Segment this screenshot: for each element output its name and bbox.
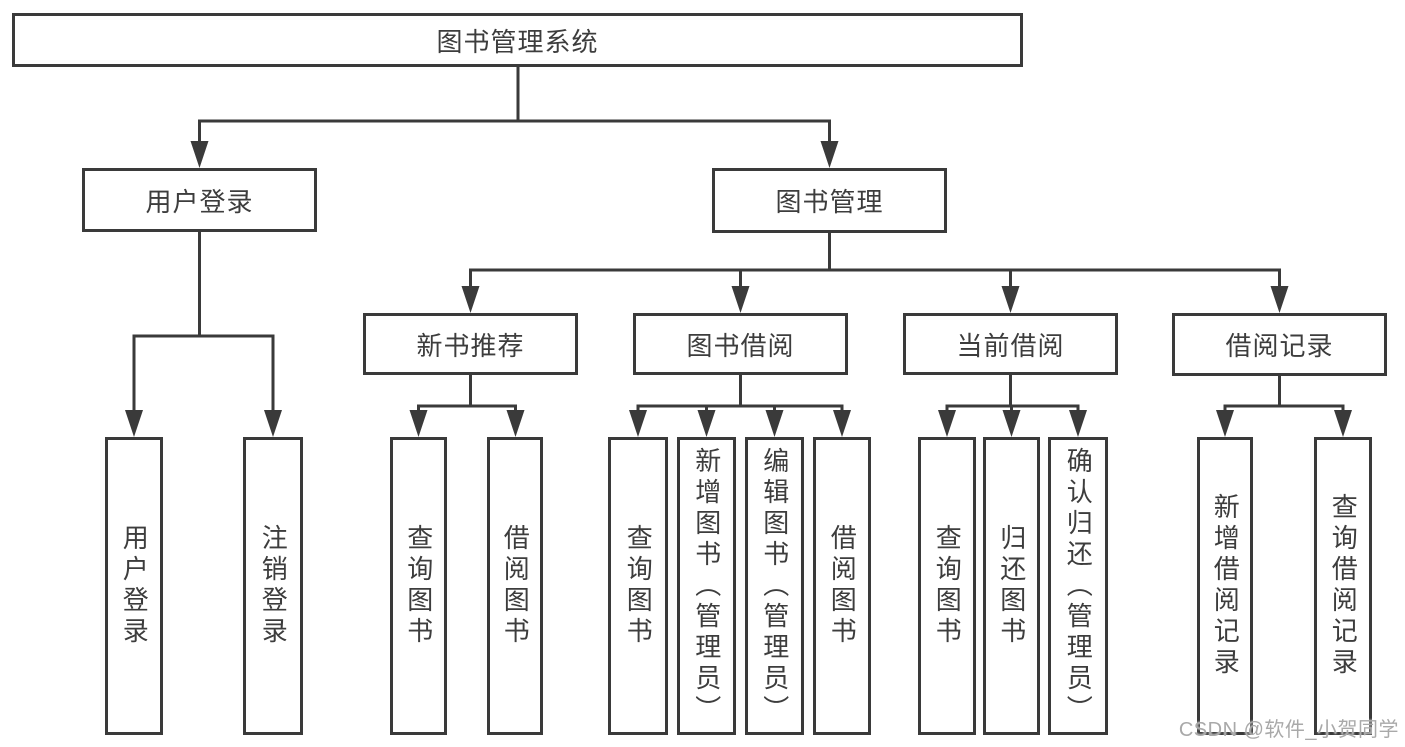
- arrow-down-icon: [1069, 410, 1087, 437]
- node-book-management-system: 图书管理系统: [12, 13, 1023, 67]
- leaf-label: 查询图书: [403, 524, 434, 648]
- node-label: 图书借阅: [686, 330, 795, 361]
- leaf-logout: 注销登录: [243, 437, 303, 735]
- arrow-down-icon: [461, 286, 480, 313]
- arrow-down-icon: [125, 410, 143, 437]
- leaf-query-books-current: 查询图书: [918, 437, 976, 735]
- arrow-down-icon: [1001, 286, 1020, 313]
- leaf-query-books-borrowing: 查询图书: [608, 437, 668, 735]
- leaf-query-borrow-record: 查询借阅记录: [1314, 437, 1372, 735]
- arrow-down-icon: [1334, 410, 1352, 437]
- leaf-label: 新增借阅记录: [1210, 493, 1241, 679]
- leaf-borrow-books-newbook: 借阅图书: [487, 437, 543, 735]
- node-user-login: 用户登录: [82, 168, 317, 232]
- arrow-down-icon: [731, 286, 750, 313]
- node-label: 图书管理: [775, 187, 884, 217]
- arrow-down-icon: [264, 410, 282, 437]
- leaf-label: 查询借阅记录: [1328, 493, 1359, 679]
- leaf-return-books: 归还图书: [983, 437, 1040, 735]
- node-borrowing-records: 借阅记录: [1172, 313, 1387, 376]
- arrow-down-icon: [820, 141, 839, 168]
- leaf-edit-books-admin: 编辑图书（管理员）: [745, 437, 804, 735]
- leaf-add-books-admin: 新增图书（管理员）: [677, 437, 736, 735]
- node-label: 图书管理系统: [436, 26, 599, 57]
- arrow-down-icon: [1270, 286, 1289, 313]
- arrow-down-icon: [190, 141, 209, 168]
- node-new-book-recommendation: 新书推荐: [363, 313, 578, 375]
- leaf-label: 查询图书: [623, 524, 654, 648]
- node-label: 用户登录: [145, 186, 254, 217]
- leaf-label: 注销登录: [258, 524, 289, 648]
- arrow-down-icon: [697, 410, 716, 437]
- leaf-label: 查询图书: [932, 524, 963, 648]
- node-current-borrowing: 当前借阅: [903, 313, 1118, 375]
- arrow-down-icon: [506, 410, 525, 437]
- leaf-label: 确认归还（管理员）: [1063, 446, 1094, 726]
- node-book-management: 图书管理: [712, 168, 947, 233]
- leaf-borrow-books: 借阅图书: [813, 437, 871, 735]
- arrow-down-icon: [938, 410, 956, 437]
- arrowheads: [125, 141, 1352, 437]
- node-label: 当前借阅: [956, 330, 1065, 361]
- watermark: CSDN @软件_小贺同学: [1178, 719, 1399, 741]
- node-book-borrowing: 图书借阅: [633, 313, 848, 375]
- leaf-query-books-newbook: 查询图书: [390, 437, 447, 735]
- leaf-label: 新增图书（管理员）: [691, 446, 722, 726]
- arrow-down-icon: [1216, 410, 1234, 437]
- arrow-down-icon: [833, 410, 851, 437]
- leaf-label: 归还图书: [996, 524, 1027, 648]
- arrow-down-icon: [1002, 410, 1021, 437]
- arrow-down-icon: [765, 410, 784, 437]
- arrow-down-icon: [409, 410, 428, 437]
- arrow-down-icon: [629, 410, 647, 437]
- node-label: 新书推荐: [416, 330, 525, 361]
- leaf-label: 借阅图书: [827, 524, 858, 648]
- leaf-confirm-return-admin: 确认归还（管理员）: [1048, 437, 1108, 735]
- leaf-user-login: 用户登录: [105, 437, 163, 735]
- leaf-add-borrow-record: 新增借阅记录: [1197, 437, 1253, 735]
- leaf-label: 借阅图书: [500, 524, 531, 648]
- leaf-label: 用户登录: [119, 524, 150, 648]
- node-label: 借阅记录: [1225, 331, 1334, 361]
- leaf-label: 编辑图书（管理员）: [759, 446, 790, 726]
